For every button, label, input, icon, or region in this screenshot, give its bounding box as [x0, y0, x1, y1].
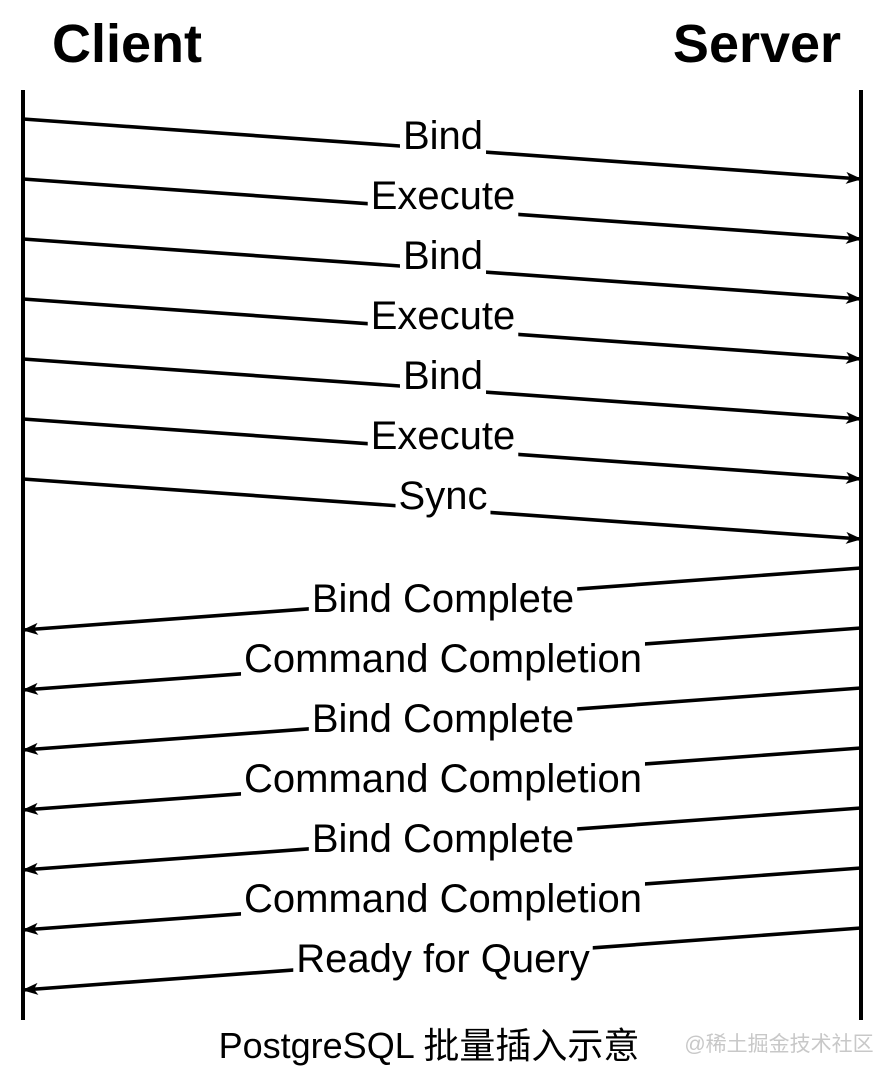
watermark-text: @稀土掘金技术社区	[684, 1033, 873, 1056]
message-label-text: Command Completion	[244, 637, 642, 681]
message-label: Bind	[399, 234, 487, 278]
message-label-text: Bind	[403, 234, 483, 278]
message-label: Command Completion	[241, 877, 645, 921]
message-label-text: Bind	[403, 354, 483, 398]
message-label-text: Sync	[399, 474, 488, 518]
message-label-text: Bind Complete	[312, 817, 574, 861]
message-label: Bind Complete	[308, 817, 578, 861]
message-label: Execute	[367, 174, 519, 218]
message-label: Command Completion	[241, 757, 645, 801]
message-label: Bind	[399, 114, 487, 158]
message-label-text: Bind	[403, 114, 483, 158]
message-label-text: Command Completion	[244, 877, 642, 921]
message-label: Bind Complete	[308, 577, 578, 621]
message-label-text: Bind Complete	[312, 697, 574, 741]
message-label: Execute	[367, 414, 519, 458]
message-label: Ready for Query	[293, 937, 593, 981]
message-label-text: Bind Complete	[312, 577, 574, 621]
message-label-text: Execute	[371, 294, 516, 338]
message-label-text: Execute	[371, 414, 516, 458]
diagram-caption: PostgreSQL 批量插入示意	[219, 1025, 640, 1066]
message-label: Execute	[367, 294, 519, 338]
actor-server-label: Server	[673, 14, 841, 74]
message-label-text: Command Completion	[244, 757, 642, 801]
message-label: Bind Complete	[308, 697, 578, 741]
message-label: Bind	[399, 354, 487, 398]
message-label-text: Execute	[371, 174, 516, 218]
message-label: Sync	[395, 474, 491, 518]
message-label: Command Completion	[241, 637, 645, 681]
message-label-text: Ready for Query	[296, 937, 589, 981]
actor-client-label: Client	[52, 14, 202, 74]
